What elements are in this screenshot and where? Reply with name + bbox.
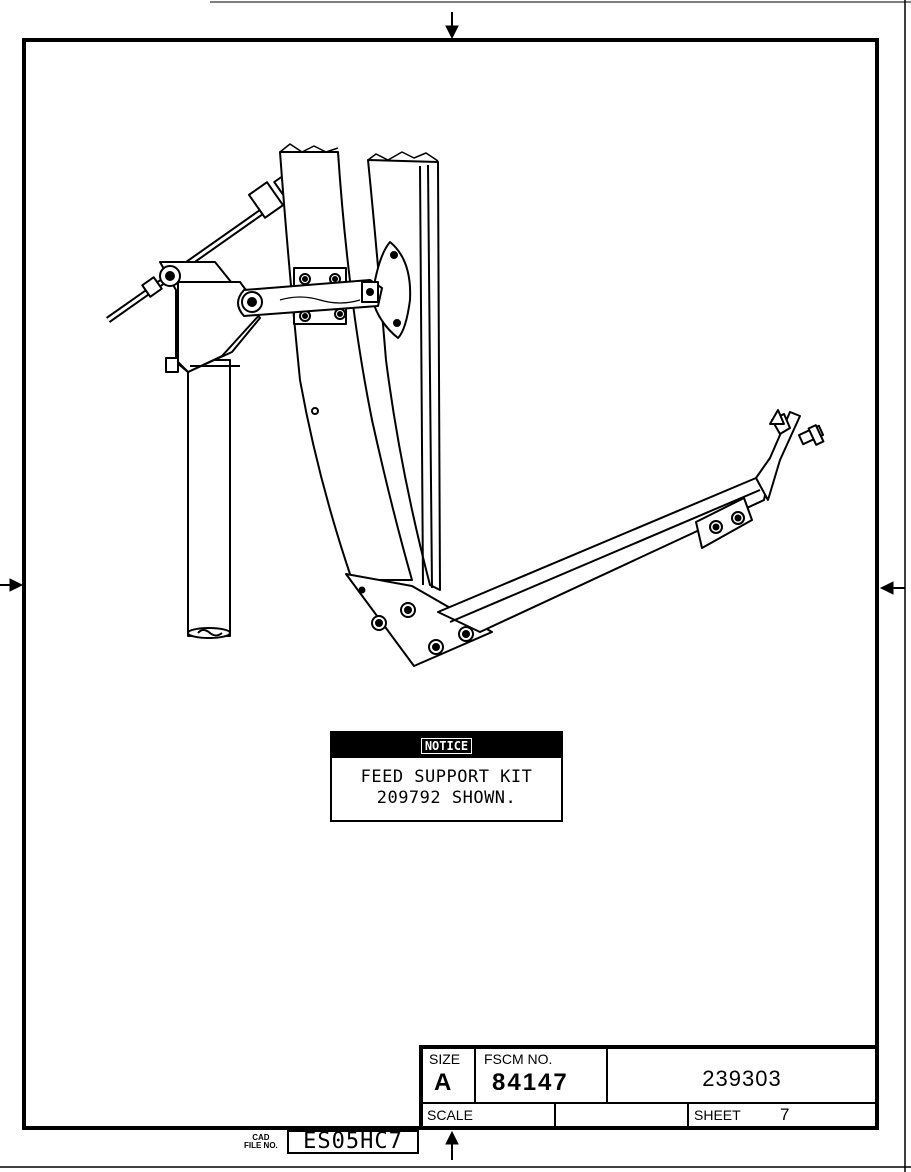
mount-bracket	[159, 261, 263, 373]
feed-boom	[437, 477, 767, 633]
drawing-border	[22, 38, 879, 1130]
title-block	[419, 1045, 879, 1130]
size-value: A	[434, 1069, 452, 1096]
lower-gusset	[345, 573, 493, 667]
center-arrow-bottom	[445, 1130, 459, 1160]
mast-pipe	[187, 359, 231, 639]
feed-horn-bracket	[755, 409, 825, 501]
drawing-number: 239303	[702, 1066, 782, 1091]
notice-box: NOTICE FEED SUPPORT KIT 209792 SHOWN.	[330, 731, 563, 822]
hub-plate	[371, 241, 412, 339]
center-arrow-left	[0, 578, 24, 592]
sheet-number: 7	[780, 1105, 790, 1124]
notice-label: NOTICE	[420, 737, 473, 754]
notice-line-1: FEED SUPPORT KIT	[360, 767, 533, 787]
notice-line-2: 209792 SHOWN.	[376, 788, 517, 808]
cad-file-label: CAD FILE NO.	[244, 1134, 278, 1150]
cad-label-bottom: FILE NO.	[244, 1141, 278, 1150]
notice-text: FEED SUPPORT KIT 209792 SHOWN.	[332, 758, 561, 809]
sheet-label: SHEET	[694, 1107, 741, 1123]
notice-header: NOTICE	[332, 733, 561, 758]
center-arrow-right	[879, 581, 905, 595]
cad-file-number: ES05HC7	[287, 1130, 419, 1154]
scale-label: SCALE	[427, 1107, 473, 1123]
fscm-value: 84147	[492, 1069, 569, 1096]
elevation-link	[237, 279, 383, 317]
size-label: SIZE	[429, 1051, 461, 1067]
center-arrow-top	[445, 12, 459, 40]
fscm-label: FSCM NO.	[484, 1051, 553, 1067]
cad-label-top: CAD	[252, 1133, 270, 1142]
antenna-mount-illustration	[105, 143, 825, 667]
